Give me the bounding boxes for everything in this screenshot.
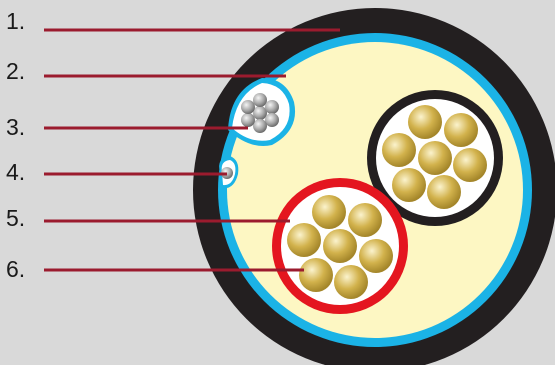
callout-label-2: 2. bbox=[6, 58, 26, 84]
callout-label-6: 6. bbox=[6, 256, 26, 282]
leader-lines bbox=[44, 28, 340, 272]
red-core-copper-strands bbox=[287, 195, 393, 299]
callout-label-3: 3. bbox=[6, 114, 26, 140]
callout-label-5: 5. bbox=[6, 205, 26, 231]
callout-label-1: 1. bbox=[6, 8, 26, 34]
silver-strand-bundle bbox=[241, 93, 279, 133]
callout-label-4: 4. bbox=[6, 159, 26, 185]
black-core-copper-strands bbox=[382, 105, 487, 209]
